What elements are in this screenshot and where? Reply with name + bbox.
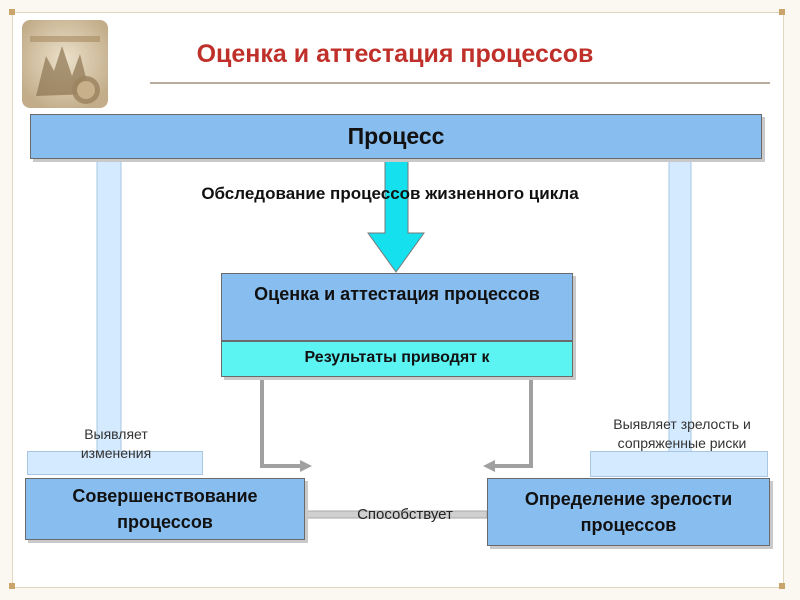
left-tab (27, 451, 203, 475)
connector-left (260, 377, 300, 468)
right-tab (590, 451, 768, 477)
assessment-box: Оценка и аттестация процессов (221, 273, 573, 341)
survey-label: Обследование процессов жизненного цикла (201, 184, 579, 203)
contributes-label: Способствует (357, 506, 453, 523)
frame-corner (779, 583, 785, 589)
process-bar: Процесс (30, 114, 762, 159)
reveals-maturity-note: Выявляет зрелость и сопряженные риски (613, 416, 751, 451)
arrowhead-left (300, 460, 312, 472)
page-title: Оценка и аттестация процессов (196, 40, 594, 68)
title-divider (150, 82, 770, 84)
frame-corner (779, 9, 785, 15)
right-pillar (668, 156, 692, 454)
frame-corner (9, 9, 15, 15)
left-pillar (96, 156, 122, 454)
arrowhead-right (483, 460, 495, 472)
connector-right (495, 377, 533, 468)
improvement-box: Совершенствование процессов (25, 478, 305, 540)
reveals-changes-note: Выявляет изменения (80, 426, 152, 461)
survey-arrow (367, 158, 425, 273)
emblem-logo (22, 20, 108, 108)
results-box: Результаты приводят к (221, 341, 573, 377)
frame-corner (9, 583, 15, 589)
maturity-box: Определение зрелости процессов (487, 478, 770, 546)
